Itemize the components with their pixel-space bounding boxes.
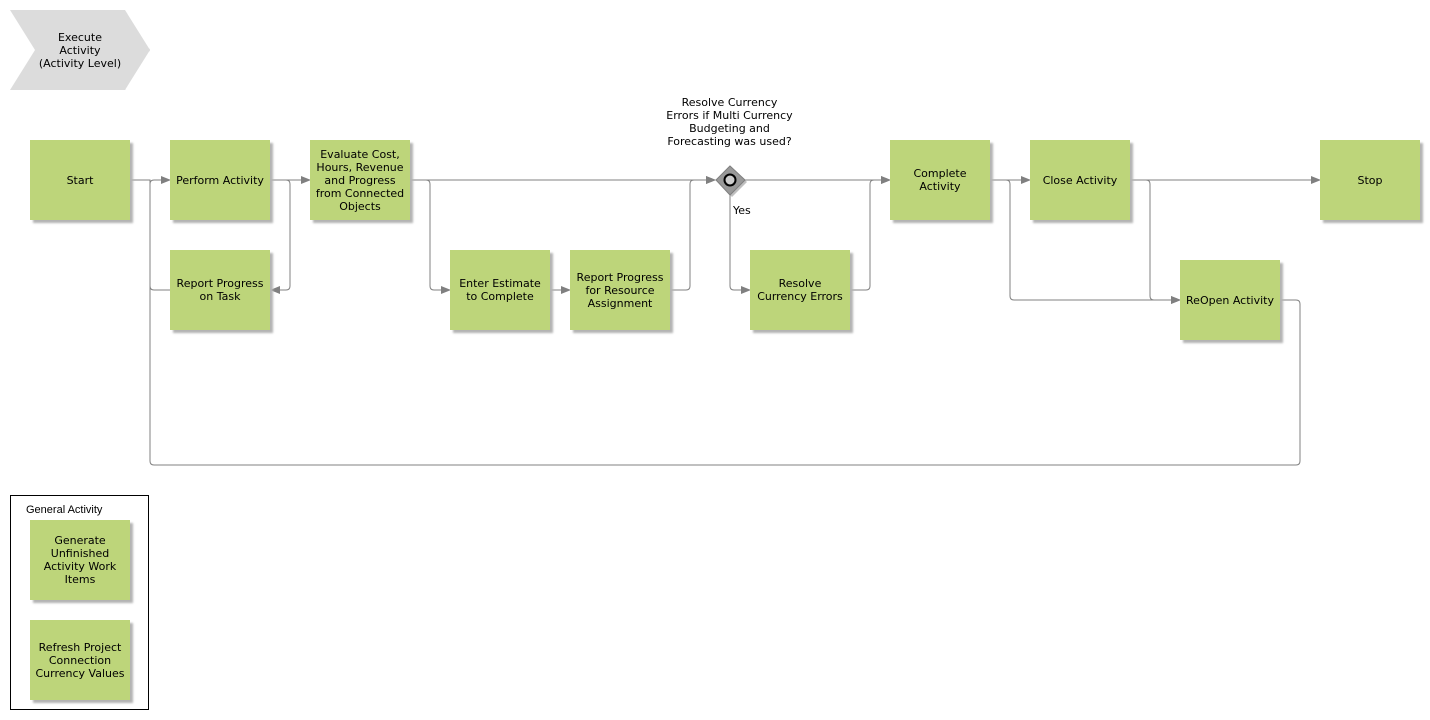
legend-item-generate-work-items[interactable]: Generate Unfinished Activity Work Items — [30, 520, 130, 600]
general-activity-title: General Activity — [26, 504, 103, 516]
connector-gateway-resolve — [729, 195, 751, 294]
node-complete-activity[interactable]: Complete Activity — [890, 140, 990, 220]
connector-start-perform — [130, 180, 170, 186]
gateway-yes-label: Yes — [733, 204, 751, 217]
node-evaluate-cost[interactable]: Evaluate Cost, Hours, Revenue and Progre… — [310, 140, 410, 220]
node-start[interactable]: Start — [30, 140, 130, 220]
node-enter-estimate[interactable]: Enter Estimate to Complete — [450, 250, 550, 330]
node-perform-activity[interactable]: Perform Activity — [170, 140, 270, 220]
process-title-text: Execute Activity (Activity Level) — [38, 30, 122, 70]
node-reopen-activity[interactable]: ReOpen Activity — [1180, 260, 1280, 340]
node-complete-activity-label: Complete Activity — [913, 167, 967, 193]
node-stop[interactable]: Stop — [1320, 140, 1420, 220]
general-activity-group: General Activity — [10, 495, 149, 710]
node-reopen-activity-label: ReOpen Activity — [1186, 293, 1274, 307]
node-report-progress-resource[interactable]: Report Progress for Resource Assignment — [570, 250, 670, 330]
node-close-activity-label: Close Activity — [1042, 173, 1118, 187]
connector-close-reopen — [1130, 179, 1181, 304]
connector-evaluate-estimate — [410, 179, 451, 294]
node-perform-activity-label: Perform Activity — [176, 173, 264, 187]
node-stop-label: Stop — [1357, 173, 1383, 187]
node-close-activity[interactable]: Close Activity — [1030, 140, 1130, 220]
legend-item-refresh-currency-label: Refresh Project Connection Currency Valu… — [35, 640, 125, 680]
node-resolve-currency-errors-label: Resolve Currency Errors — [757, 277, 843, 303]
connector-resource-gateway — [670, 176, 716, 291]
connector-perform-report-task — [270, 179, 291, 294]
gateway-question: Resolve Currency Errors if Multi Currenc… — [666, 96, 793, 148]
process-title: Execute Activity (Activity Level) — [20, 10, 140, 90]
connector-report-task-back — [149, 186, 170, 291]
legend-item-refresh-currency[interactable]: Refresh Project Connection Currency Valu… — [30, 620, 130, 700]
connector-reopen-loop — [149, 186, 1301, 466]
legend-item-generate-work-items-label: Generate Unfinished Activity Work Items — [43, 534, 117, 586]
gateway-diamond[interactable] — [715, 165, 747, 197]
node-enter-estimate-label: Enter Estimate to Complete — [459, 277, 541, 303]
node-start-label: Start — [66, 173, 94, 187]
node-evaluate-cost-label: Evaluate Cost, Hours, Revenue and Progre… — [315, 147, 405, 213]
node-report-progress-task[interactable]: Report Progress on Task — [170, 250, 270, 330]
connector-complete-reopen — [990, 179, 1181, 304]
node-resolve-currency-errors[interactable]: Resolve Currency Errors — [750, 250, 850, 330]
connector-resolve-complete — [850, 176, 891, 291]
process-header-chevron: Execute Activity (Activity Level) — [10, 10, 152, 92]
node-report-progress-resource-label: Report Progress for Resource Assignment — [576, 270, 664, 310]
node-report-progress-task-label: Report Progress on Task — [176, 277, 264, 303]
